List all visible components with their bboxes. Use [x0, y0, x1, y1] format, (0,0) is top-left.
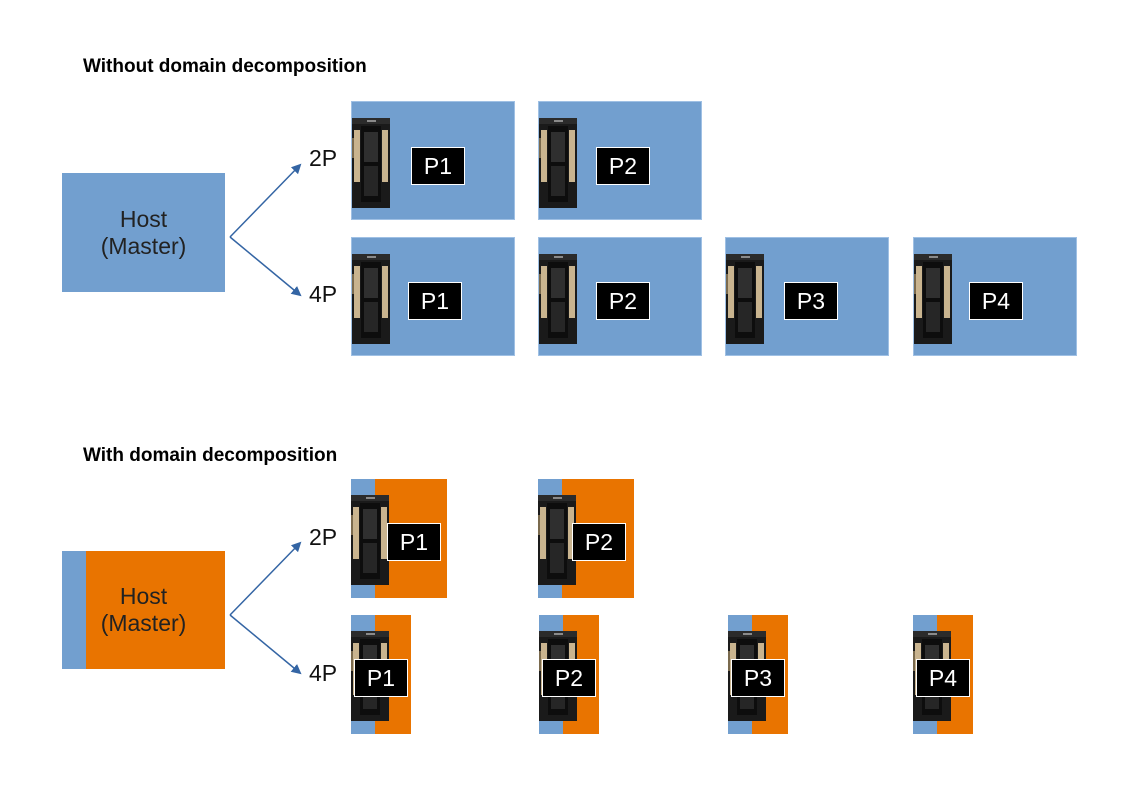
processor-node: P1 — [351, 615, 411, 734]
host-label: Host — [119, 205, 168, 232]
processor-node: P4 — [913, 237, 1077, 356]
processor-label: P1 — [387, 523, 441, 561]
host-master-box: Host (Master) — [62, 551, 225, 669]
host-label: Host — [119, 583, 168, 609]
processor-node: P3 — [725, 237, 889, 356]
arrow-to-2p — [229, 541, 302, 616]
arrow-group-bottom — [229, 541, 302, 675]
row-label-4p: 4P — [309, 281, 338, 307]
processor-node: P1 — [351, 101, 515, 220]
section-heading: Without domain decomposition — [83, 56, 367, 77]
processor-label: P2 — [596, 147, 650, 185]
host-master-box: Host (Master) — [62, 173, 225, 292]
processor-label: P2 — [542, 659, 596, 697]
host-sublabel: (Master) — [100, 610, 187, 636]
processor-label: P1 — [408, 282, 462, 320]
processor-node: P1 — [351, 237, 515, 356]
processor-node: P2 — [539, 615, 599, 734]
processor-label: P4 — [969, 282, 1023, 320]
row-label-2p: 2P — [309, 145, 338, 171]
arrow-group-top — [229, 163, 302, 297]
host-subdomain-stripe — [62, 551, 86, 669]
processor-node: P3 — [728, 615, 788, 734]
processor-label: P2 — [596, 282, 650, 320]
row-label-2p: 2P — [309, 524, 338, 550]
processor-label: P3 — [731, 659, 785, 697]
host-sublabel: (Master) — [100, 232, 187, 259]
processor-node: P2 — [538, 237, 702, 356]
processor-label: P4 — [916, 659, 970, 697]
processor-node: P2 — [538, 479, 634, 598]
arrow-to-2p — [229, 163, 302, 238]
processor-label: P1 — [354, 659, 408, 697]
arrow-to-4p — [229, 236, 302, 297]
processor-label: P1 — [411, 147, 465, 185]
arrow-to-4p — [229, 614, 302, 675]
row-label-4p: 4P — [309, 660, 338, 686]
processor-node: P1 — [351, 479, 447, 598]
section-heading: With domain decomposition — [83, 445, 338, 466]
processor-node: P4 — [913, 615, 973, 734]
processor-label: P3 — [784, 282, 838, 320]
processor-label: P2 — [572, 523, 626, 561]
processor-node: P2 — [538, 101, 702, 220]
